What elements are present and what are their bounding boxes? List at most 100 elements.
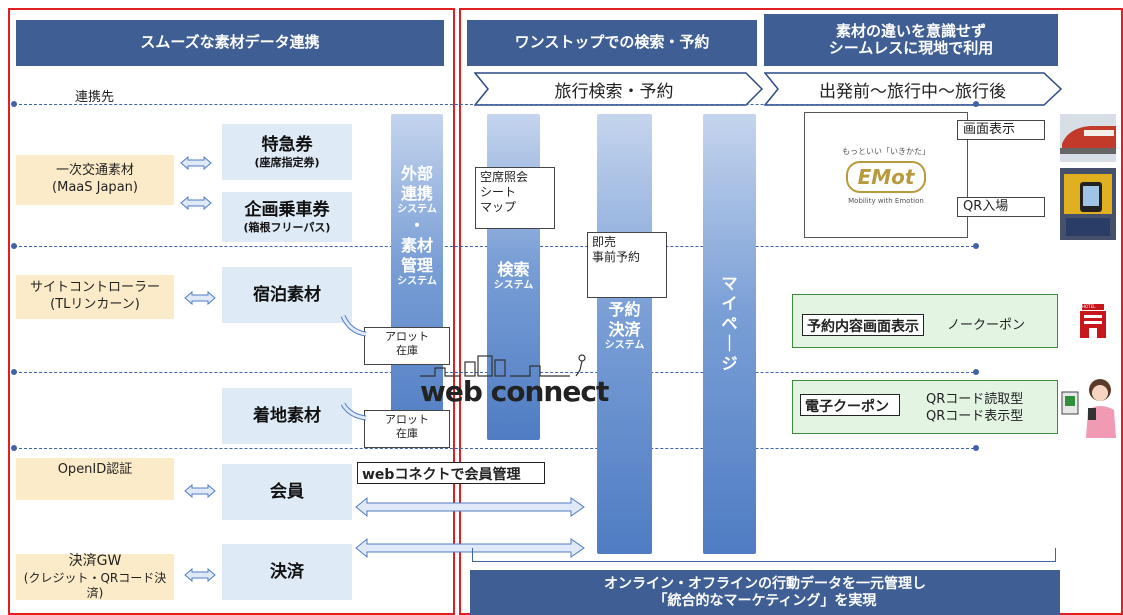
- allot-arrow-1: [340, 314, 367, 337]
- double-arrow-transport-2: [180, 196, 212, 210]
- partner-label: 連携先: [75, 90, 115, 105]
- person-phone-image: [1061, 379, 1116, 438]
- material-plan-ticket: 企画乗車券 (箱根フリーパス): [222, 192, 352, 242]
- separator-1-dot-left: [11, 101, 17, 107]
- travel-arrow-shape: [764, 72, 1063, 106]
- source-site-name: サイトコントローラー: [29, 280, 160, 296]
- source-transport-sub: (MaaS Japan): [52, 180, 138, 195]
- pillar-booking-3: システム: [604, 340, 645, 351]
- usage-qr-show: QRコード表示型: [926, 409, 1024, 424]
- pillar-external-1: 外部: [400, 164, 433, 183]
- usage-screen-display: 画面表示: [957, 120, 1045, 140]
- material-plan-name: 企画乗車券: [244, 199, 330, 220]
- pillar-mypage-4: ｜: [721, 334, 738, 353]
- source-openid: OpenID認証: [16, 458, 174, 500]
- header-seamless: 素材の違いを意識せず シームレスに現地で利用: [764, 14, 1058, 66]
- web-connect-logo: web connect: [420, 375, 609, 408]
- material-local: 着地素材: [222, 388, 352, 444]
- material-plan-sub: (箱根フリーパス): [243, 220, 331, 234]
- search-arrow-shape: [474, 72, 764, 106]
- pillar-external-4: ・: [408, 216, 425, 235]
- search-arrow-label: 旅行検索・予約: [554, 81, 674, 102]
- pillar-external-system: 外部 連携 システム ・ 素材 管理 システム: [391, 114, 443, 444]
- pillar-mypage-5: ジ: [721, 354, 738, 373]
- emot-logo-box: もっといい「いきかた」 EMot Mobility with Emotion: [804, 112, 968, 238]
- web-connect-skyline-icon: [420, 354, 586, 377]
- source-site-controller: サイトコントローラー (TLリンカーン): [16, 275, 174, 319]
- note-webconnect-member: webコネクトで会員管理: [357, 462, 545, 484]
- material-lodging: 宿泊素材: [222, 267, 352, 323]
- pillar-mypage-1: マ: [721, 274, 738, 293]
- pillar-external-7: システム: [397, 276, 437, 287]
- note-allot-2-line2: 在庫: [396, 426, 418, 440]
- usage-qr-entry: QR入場: [957, 197, 1045, 217]
- usage-no-coupon: ノークーポン: [947, 318, 1026, 333]
- pillar-external-3: システム: [397, 204, 437, 215]
- source-payment-sub: (クレジット・QRコード決済): [23, 570, 167, 601]
- header-seamless-line1: 素材の違いを意識せず: [835, 21, 986, 40]
- separator-3-dot-left: [11, 369, 17, 375]
- pillar-mypage-2: イ: [721, 294, 738, 313]
- header-seamless-line2: シームレスに現地で利用: [828, 39, 994, 57]
- separator-2-dot-right: [973, 243, 979, 249]
- note-sale-2: 事前予約: [592, 250, 641, 264]
- note-availability-3: マップ: [480, 200, 517, 214]
- footer-line2: 「統合的なマーケティング」を実現: [653, 592, 877, 609]
- separator-4: [14, 448, 974, 449]
- material-payment: 決済: [222, 544, 352, 600]
- pillar-search-2: システム: [493, 280, 534, 291]
- separator-4-dot-right: [973, 445, 979, 451]
- note-allot-1-line1: アロット: [385, 330, 429, 343]
- emot-tagline: もっといい「いきかた」: [842, 146, 930, 156]
- separator-4-dot-left: [11, 445, 17, 451]
- travel-arrow-label: 出発前～旅行中～旅行後: [819, 81, 1006, 102]
- emot-subtitle: Mobility with Emotion: [848, 196, 924, 205]
- payment-link-arrow: [355, 537, 585, 559]
- pillar-external-6: 管理: [400, 256, 433, 275]
- source-openid-name: OpenID認証: [57, 462, 133, 477]
- header-onestop: ワンストップでの検索・予約: [467, 20, 757, 66]
- separator-1-dot-right: [973, 101, 979, 107]
- source-site-sub: (TLリンカーン): [50, 297, 140, 312]
- note-allot-2: アロット 在庫: [364, 410, 450, 448]
- note-availability-1: 空席照会: [480, 170, 529, 184]
- pillar-mypage: マ イ ペ ｜ ジ: [703, 114, 756, 554]
- member-link-arrow: [355, 496, 585, 518]
- pillar-external-2: 連携: [400, 184, 433, 203]
- train-image: [1060, 114, 1116, 162]
- material-express-sub: (座席指定券): [254, 155, 320, 169]
- note-availability-2: シート: [480, 185, 517, 199]
- double-arrow-openid: [184, 484, 216, 498]
- pillar-booking-1: 予約: [608, 300, 641, 319]
- pillar-booking-2: 決済: [608, 320, 641, 339]
- pillar-external-5: 素材: [400, 236, 433, 255]
- double-arrow-payment: [184, 568, 216, 582]
- hotel-icon: [1080, 304, 1106, 338]
- separator-2-dot-left: [11, 243, 17, 249]
- pillar-search-1: 検索: [497, 260, 530, 279]
- footer-bracket: [472, 548, 1056, 562]
- source-transport-name: 一次交通素材: [55, 163, 134, 179]
- material-express: 特急券 (座席指定券): [222, 124, 352, 180]
- pillar-mypage-3: ペ: [721, 314, 738, 333]
- separator-3-dot-right: [973, 369, 979, 375]
- header-smooth: スムーズな素材データ連携: [16, 20, 444, 66]
- allot-arrow-2: [340, 402, 367, 421]
- material-member: 会員: [222, 464, 352, 520]
- separator-1: [14, 104, 974, 105]
- footer-banner: オンライン・オフラインの行動データを一元管理し 「統合的なマーケティング」を実現: [470, 570, 1060, 615]
- emot-logo: EMot: [845, 160, 927, 193]
- ticket-gate-image: [1060, 168, 1116, 240]
- note-availability: 空席照会 シート マップ: [475, 167, 555, 229]
- note-sale-1: 即売: [592, 235, 617, 249]
- pillar-booking-system: 予約 決済 システム: [597, 114, 652, 554]
- note-sale: 即売 事前予約: [587, 232, 667, 298]
- material-express-name: 特急券: [261, 134, 313, 155]
- source-payment: 決済GW (クレジット・QRコード決済): [16, 553, 174, 601]
- note-allot-1: アロット 在庫: [364, 327, 450, 365]
- note-allot-2-line1: アロット: [385, 413, 429, 426]
- source-transport: 一次交通素材 (MaaS Japan): [16, 155, 174, 205]
- double-arrow-transport-1: [180, 156, 212, 170]
- usage-booking-display: 予約内容画面表示: [802, 314, 924, 336]
- usage-ecoupon: 電子クーポン: [800, 394, 900, 416]
